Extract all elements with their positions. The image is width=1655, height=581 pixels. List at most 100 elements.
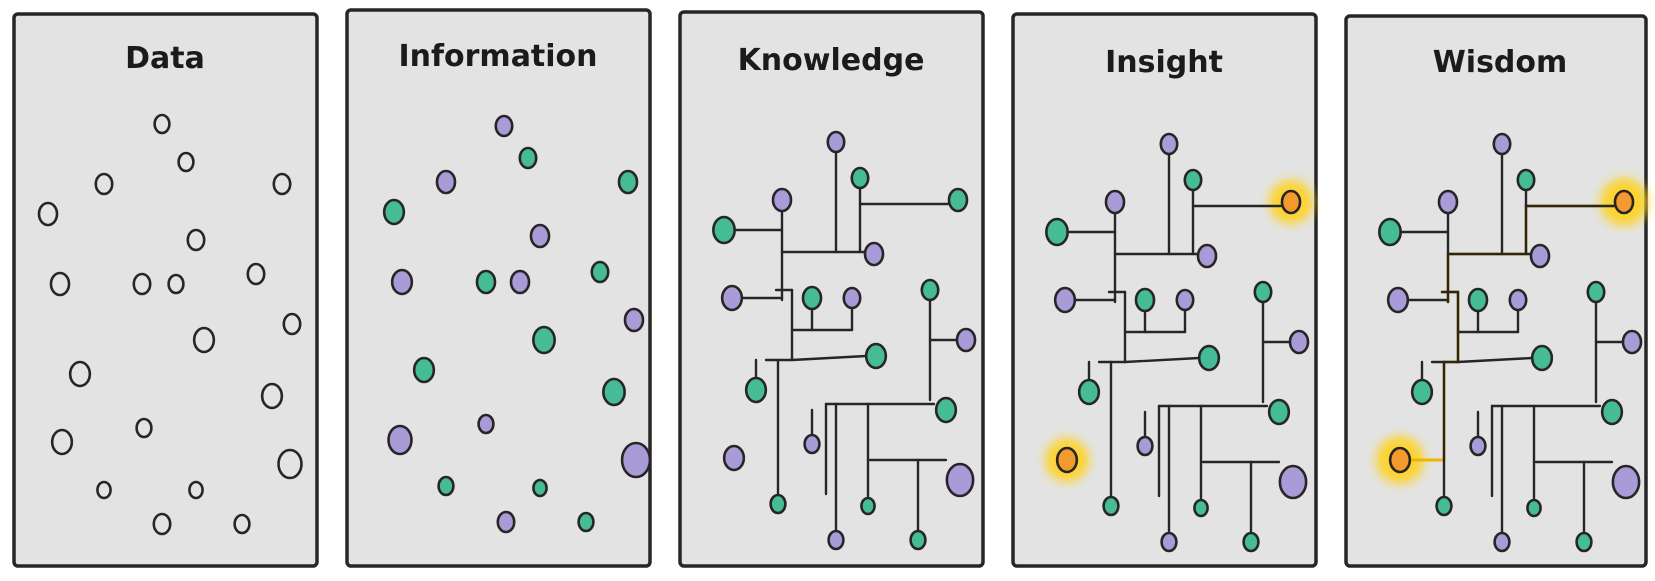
panel-insight: Insight: [1011, 12, 1318, 568]
node-dot: [945, 462, 975, 498]
node-dot: [532, 325, 556, 355]
node-dot: [909, 529, 927, 551]
node-dot: [1435, 495, 1453, 517]
node-dot: [842, 286, 862, 310]
node-dot: [1136, 435, 1154, 457]
link-layer: [1067, 152, 1291, 534]
panel-data: Data: [12, 12, 319, 568]
node-dot: [803, 433, 821, 455]
node-dot: [277, 448, 303, 480]
panel-title: Data: [125, 41, 205, 76]
node-dot: [412, 356, 436, 384]
node-dot: [1586, 280, 1606, 304]
node-dot: [826, 130, 846, 154]
node-dot: [192, 326, 216, 354]
node-dot: [934, 396, 958, 424]
node-dot: [1388, 446, 1412, 474]
node-dot: [1611, 464, 1641, 500]
node-dot: [623, 307, 645, 333]
connector-line: [790, 354, 868, 362]
node-dot: [617, 169, 639, 195]
node-dot: [1575, 531, 1593, 553]
node-dot: [233, 513, 251, 535]
node-dot: [68, 360, 92, 388]
node-dot: [437, 475, 455, 497]
node-dot: [188, 480, 204, 500]
dot-layer: [1045, 132, 1310, 553]
panel-frame: [12, 12, 319, 568]
node-dot: [620, 441, 652, 479]
node-dot: [1159, 132, 1179, 156]
node-dot: [1055, 446, 1079, 474]
node-dot: [722, 444, 746, 472]
node-dot: [1508, 288, 1528, 312]
node-dot: [1197, 344, 1221, 372]
node-dot: [518, 146, 538, 170]
node-dot: [246, 262, 266, 286]
node-dot: [1469, 435, 1487, 457]
node-dot: [1467, 287, 1489, 313]
node-dot: [260, 382, 284, 410]
panel-title: Wisdom: [1433, 45, 1568, 80]
node-dot: [1183, 168, 1203, 192]
node-dot: [1378, 217, 1402, 247]
node-dot: [1196, 243, 1218, 269]
node-dot: [860, 496, 876, 516]
node-dot: [1267, 398, 1291, 426]
node-dot: [1160, 531, 1178, 553]
node-dot: [1516, 168, 1536, 192]
node-dot: [1278, 464, 1308, 500]
node-dot: [955, 327, 977, 353]
node-dot: [1253, 280, 1273, 304]
node-dot: [947, 187, 969, 213]
node-dot: [390, 268, 414, 296]
node-dot: [1437, 189, 1459, 215]
node-dot: [49, 271, 71, 297]
node-dot: [1175, 288, 1195, 312]
node-dot: [1102, 495, 1120, 517]
panel-frame: [1344, 14, 1648, 568]
node-dot: [509, 269, 531, 295]
node-dot: [282, 312, 302, 336]
node-dot: [1134, 287, 1156, 313]
node-dot: [272, 172, 292, 196]
node-dot: [712, 215, 736, 245]
link-layer: [1398, 152, 1626, 534]
node-dot: [475, 269, 497, 295]
dot-layer: [1378, 132, 1643, 553]
node-dot: [1045, 217, 1069, 247]
dot-layer: [37, 113, 303, 536]
node-dot: [532, 478, 548, 498]
node-dot: [496, 510, 516, 534]
node-dot: [1288, 329, 1310, 355]
panel-title: Information: [398, 39, 597, 74]
node-dot: [827, 529, 845, 551]
node-dot: [1492, 132, 1512, 156]
connector-line: [1123, 356, 1201, 364]
panel-knowledge: Knowledge: [678, 10, 985, 568]
node-dot: [529, 223, 551, 249]
node-dot: [744, 376, 768, 404]
node-dot: [167, 273, 185, 295]
node-dot: [771, 187, 793, 213]
dot-layer: [712, 130, 977, 551]
node-dot: [1526, 498, 1542, 518]
node-dot: [1600, 398, 1624, 426]
node-dot: [1530, 344, 1554, 372]
node-dot: [1193, 498, 1209, 518]
node-dot: [1621, 329, 1643, 355]
node-dot: [720, 284, 744, 312]
node-dot: [1386, 286, 1410, 314]
node-dot: [1613, 189, 1635, 215]
node-dot: [177, 151, 195, 173]
node-dot: [186, 228, 206, 252]
panel-information: Information: [345, 8, 652, 568]
panel-title: Knowledge: [738, 43, 925, 78]
node-dot: [1104, 189, 1126, 215]
node-dot: [577, 511, 595, 533]
node-dot: [1493, 531, 1511, 553]
node-dot: [769, 493, 787, 515]
node-dot: [387, 424, 413, 456]
panel-frame: [345, 8, 652, 568]
